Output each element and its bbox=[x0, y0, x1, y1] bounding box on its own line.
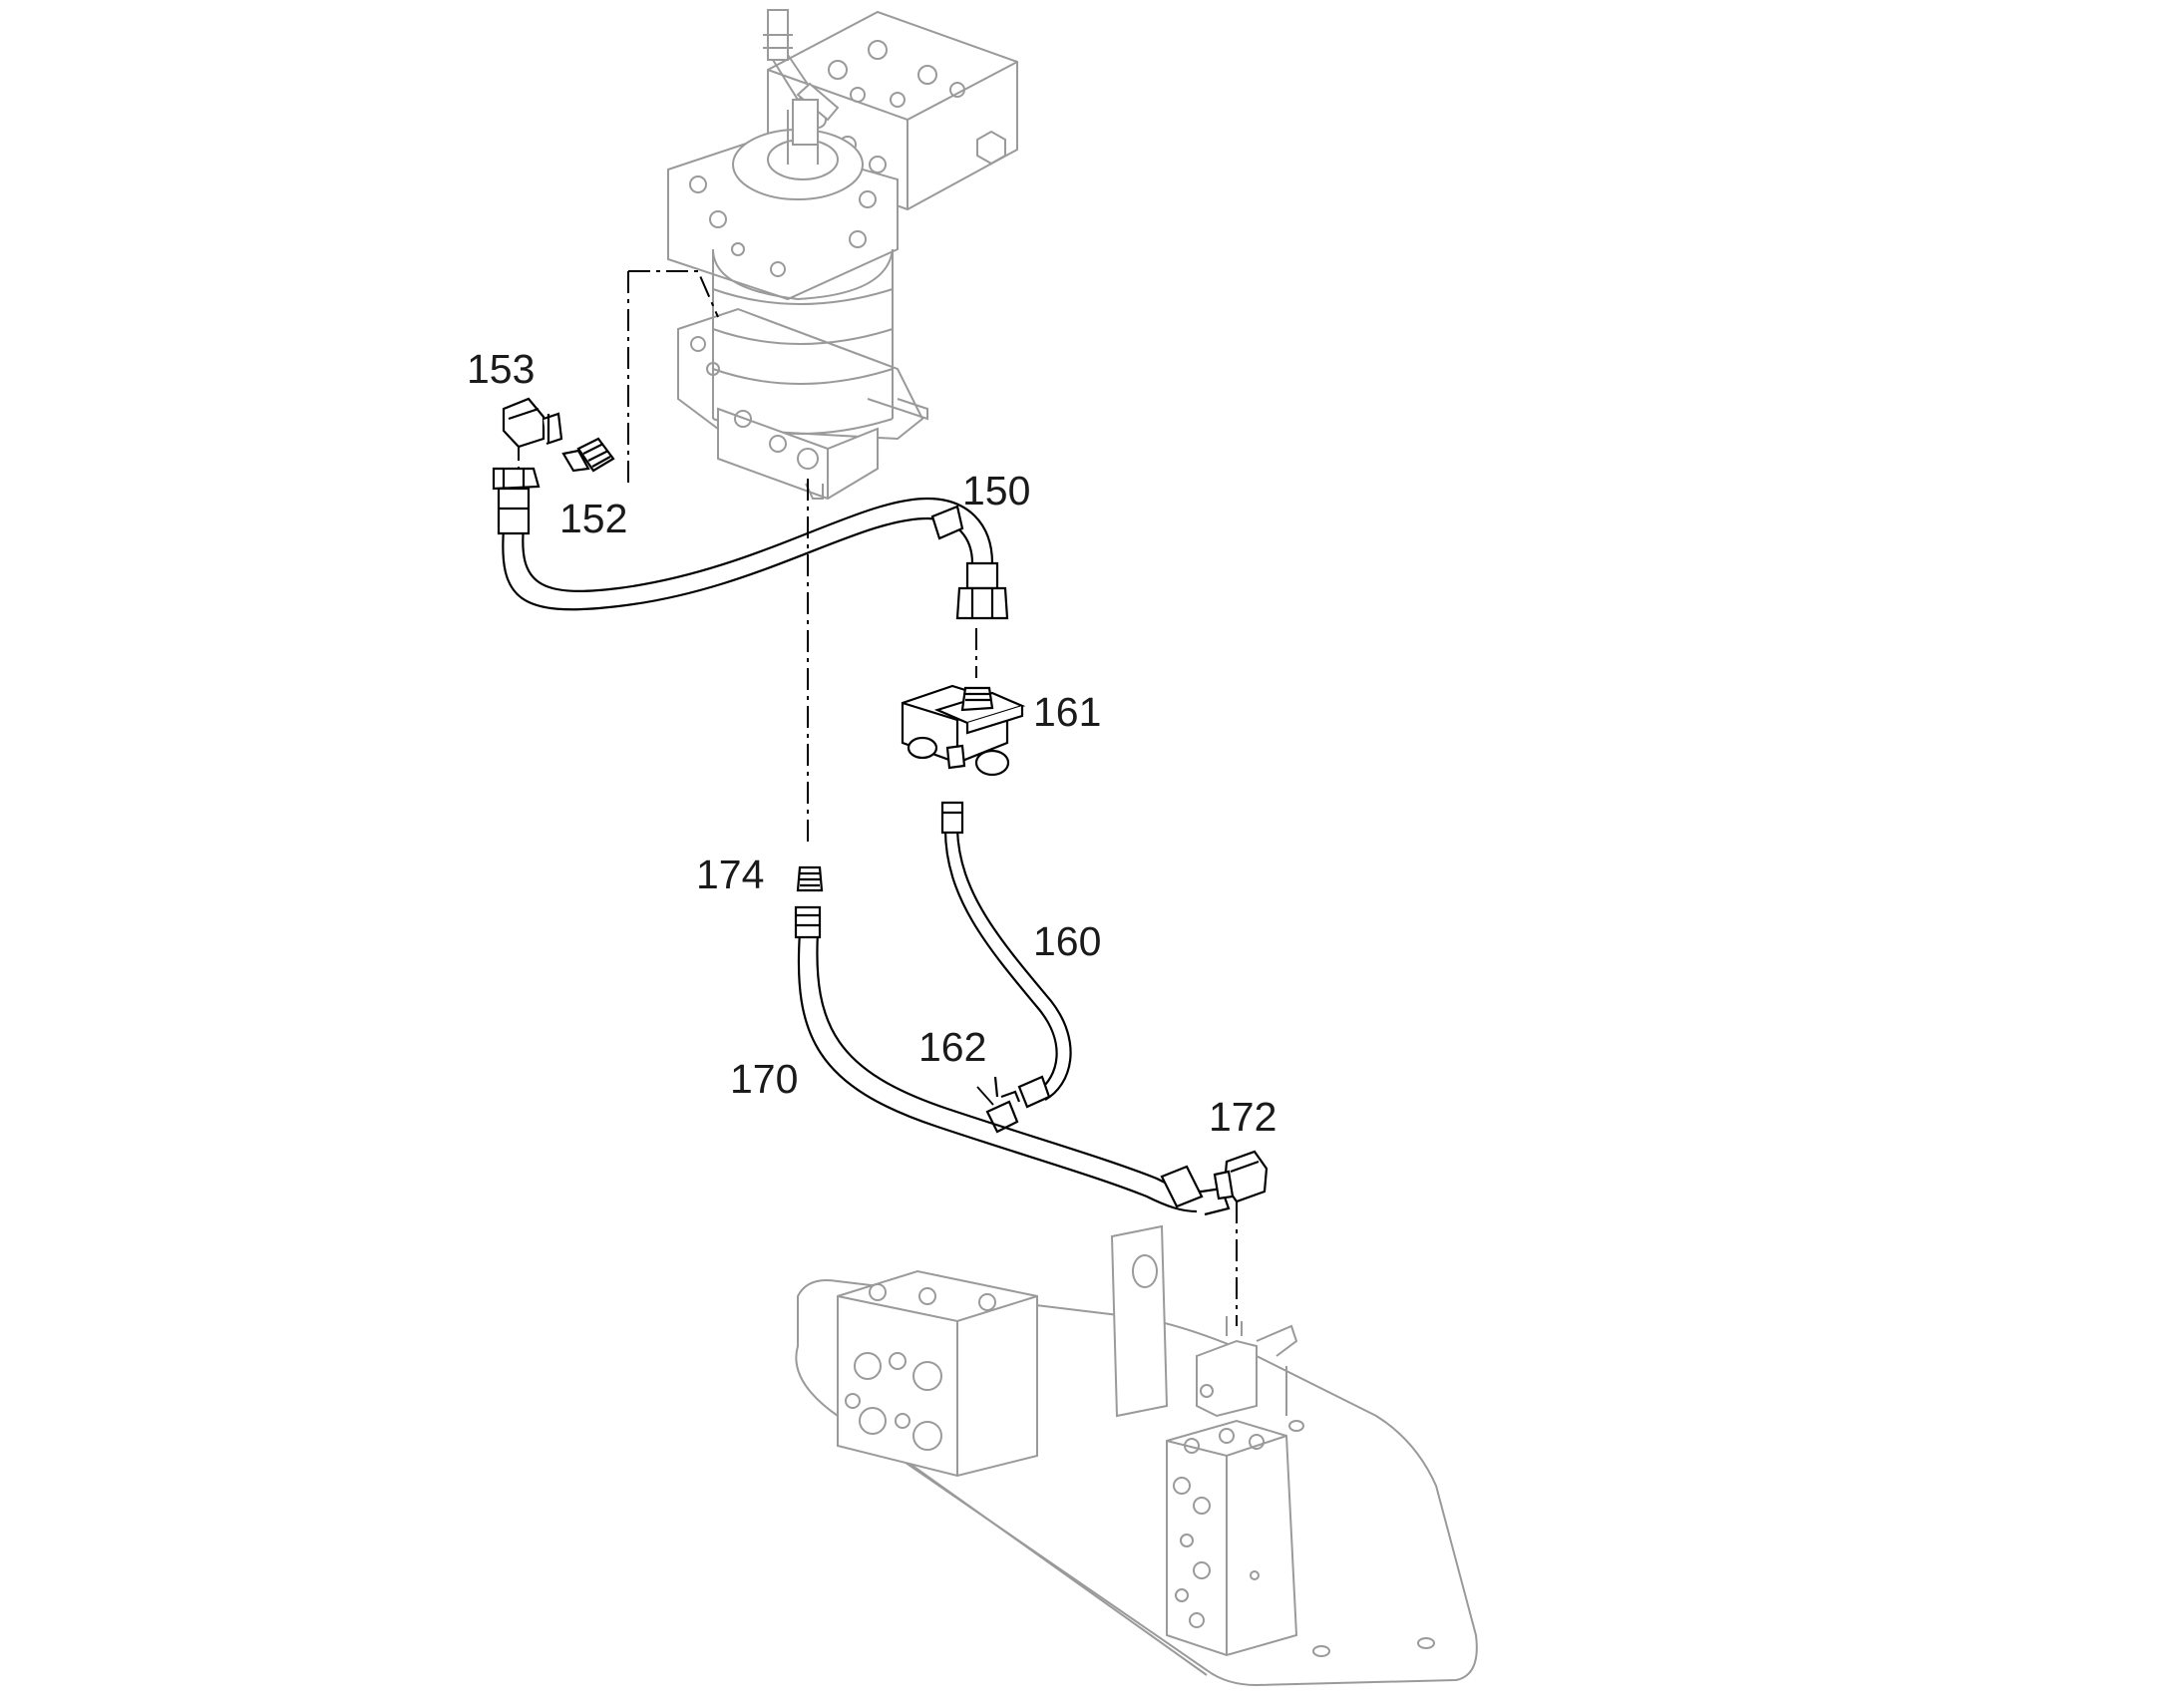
part-170-hose bbox=[794, 905, 1231, 1216]
hydraulic-motor-assembly bbox=[667, 9, 1018, 501]
leader-lines bbox=[976, 1086, 994, 1106]
callout-161: 161 bbox=[1033, 689, 1102, 735]
base-plate-assembly bbox=[795, 1224, 1478, 1687]
callout-170: 170 bbox=[730, 1056, 799, 1102]
callout-174: 174 bbox=[696, 852, 765, 897]
callout-153: 153 bbox=[467, 346, 536, 392]
callout-152: 152 bbox=[559, 496, 628, 541]
callout-172: 172 bbox=[1209, 1094, 1277, 1140]
callout-150: 150 bbox=[962, 468, 1031, 513]
callout-162: 162 bbox=[918, 1024, 987, 1070]
part-152-adapter bbox=[561, 437, 615, 473]
part-150-hose bbox=[492, 467, 1009, 620]
part-174-fitting bbox=[796, 865, 824, 892]
part-160-hose bbox=[940, 801, 1072, 1109]
callout-160: 160 bbox=[1033, 918, 1102, 964]
part-161-tee-block bbox=[901, 684, 1026, 777]
part-153-elbow-fitting bbox=[502, 397, 563, 449]
part-172-elbow-fitting bbox=[1213, 1150, 1269, 1203]
